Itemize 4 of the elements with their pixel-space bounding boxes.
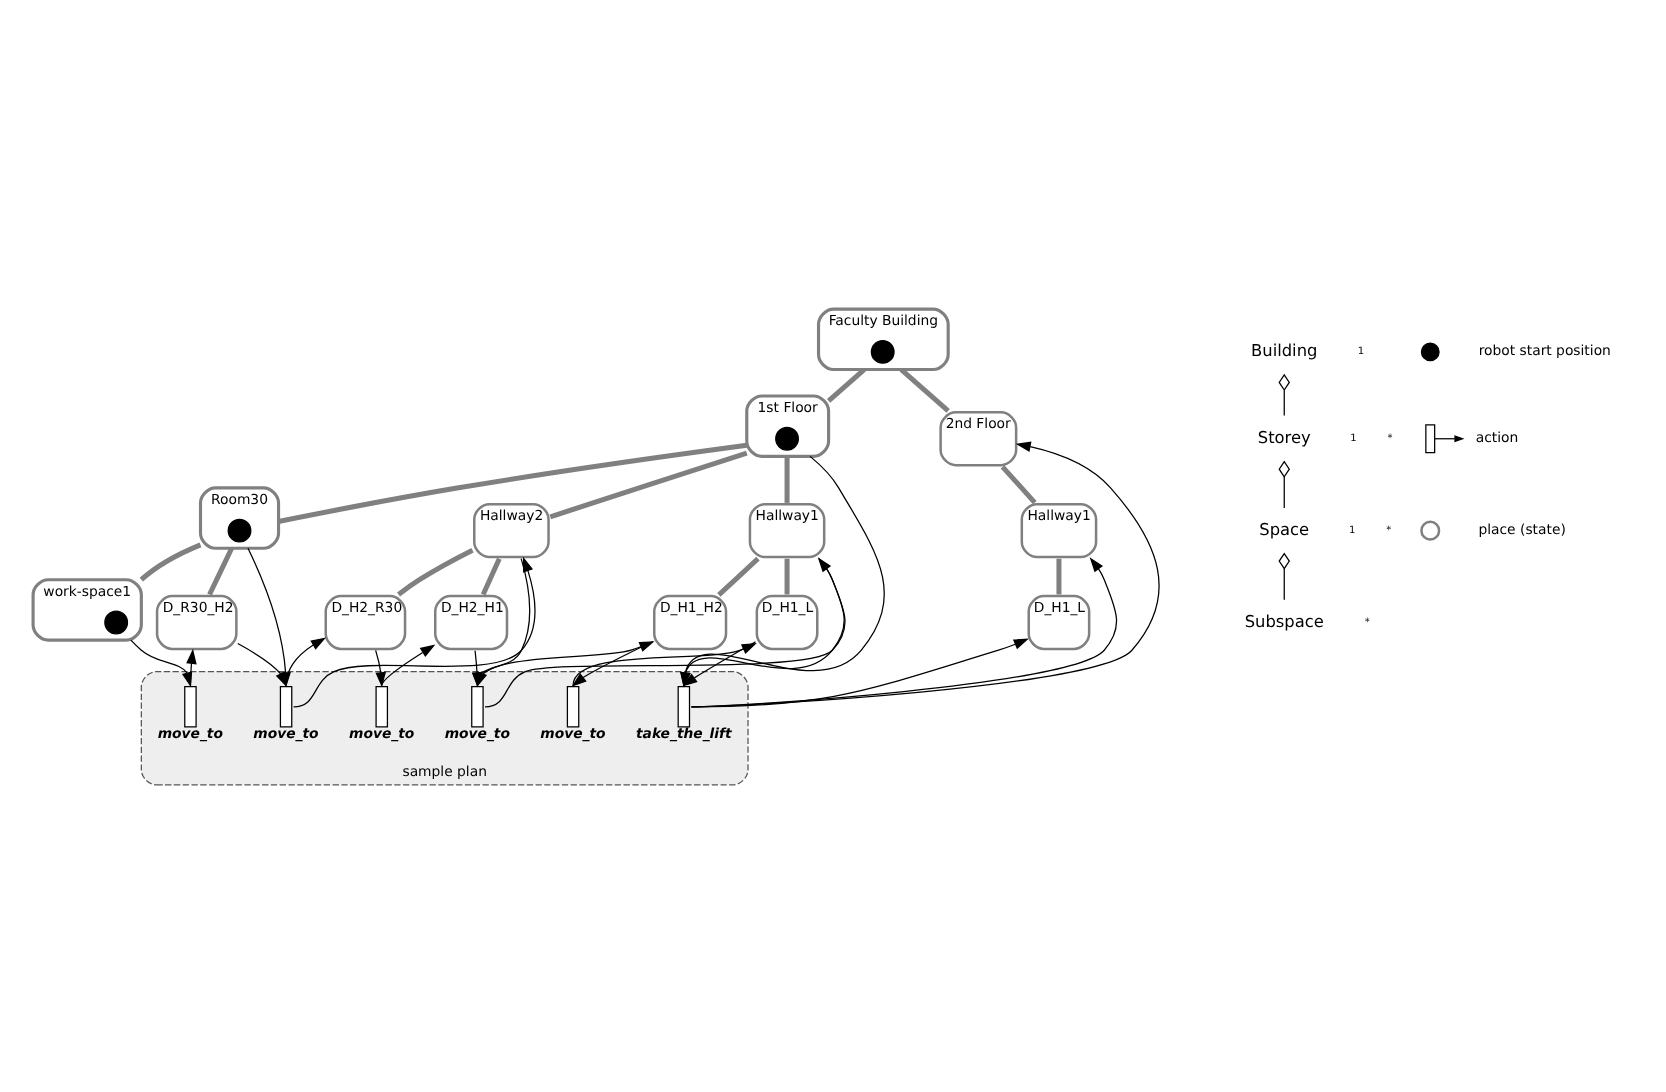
- node-text: Subspace: [1244, 609, 1324, 630]
- node-text: Space: [1259, 517, 1310, 538]
- node-text: Storey: [1257, 426, 1311, 447]
- node-text: Building: [1251, 339, 1318, 360]
